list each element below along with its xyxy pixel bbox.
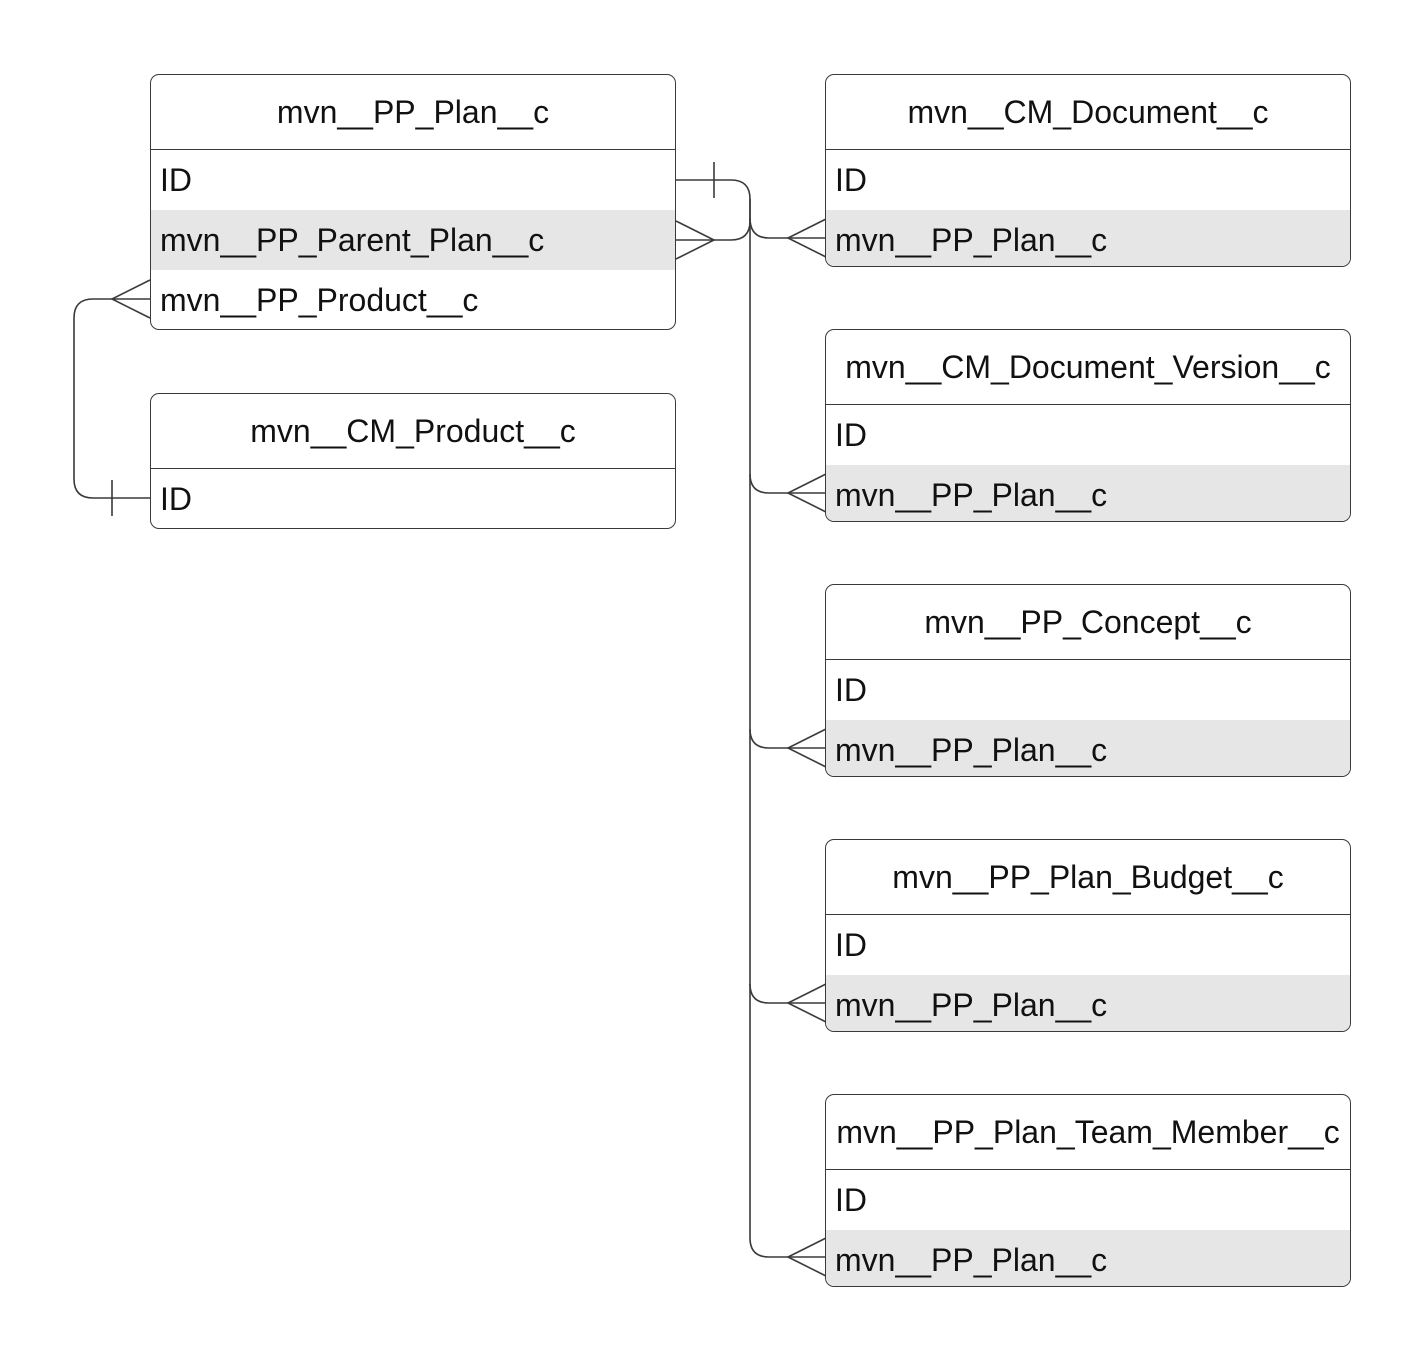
entity-title: mvn__PP_Plan_Budget__c [826,840,1350,915]
connector-pp-plan-budget [749,983,826,1004]
entity-pp-plan[interactable]: mvn__PP_Plan__c ID mvn__PP_Parent_Plan__… [150,74,676,330]
entity-pp-plan-team-member[interactable]: mvn__PP_Plan_Team_Member__c ID mvn__PP_P… [825,1094,1351,1287]
entity-title: mvn__PP_Concept__c [826,585,1350,660]
crowsfoot-pp-product [110,279,151,319]
entity-title: mvn__CM_Product__c [151,394,675,469]
field-pp-plan: mvn__PP_Plan__c [826,975,1350,1031]
field-pp-plan: mvn__PP_Plan__c [826,1230,1350,1286]
connector-product [73,298,150,499]
field-product: mvn__PP_Product__c [160,281,479,318]
crowsfoot-parent-plan [675,220,716,260]
entity-cm-product[interactable]: mvn__CM_Product__c ID [150,393,676,529]
crowsfoot-cm-document [786,218,827,258]
connector-cm-document [749,217,826,239]
field-id: ID [160,161,192,198]
connector-cm-document-version [749,473,826,494]
entity-pp-concept[interactable]: mvn__PP_Concept__c ID mvn__PP_Plan__c [825,584,1351,777]
entity-pp-plan-budget[interactable]: mvn__PP_Plan_Budget__c ID mvn__PP_Plan__… [825,839,1351,1032]
field-pp-plan: mvn__PP_Plan__c [826,465,1350,521]
field-id: ID [835,416,867,453]
entity-title: mvn__PP_Plan__c [151,75,675,150]
entity-cm-document[interactable]: mvn__CM_Document__c ID mvn__PP_Plan__c [825,74,1351,267]
connector-pp-concept [749,728,826,749]
crowsfoot-pp-plan-budget [786,983,827,1023]
field-parent-plan: mvn__PP_Parent_Plan__c [151,210,675,270]
field-id: ID [835,161,867,198]
field-pp-plan: mvn__PP_Plan__c [826,210,1350,266]
field-id: ID [160,480,192,517]
entity-cm-document-version[interactable]: mvn__CM_Document_Version__c ID mvn__PP_P… [825,329,1351,522]
connector-parent-plan [676,199,751,241]
entity-title: mvn__CM_Document_Version__c [826,330,1350,405]
crowsfoot-pp-concept [786,728,827,768]
crowsfoot-cm-document-version [786,473,827,513]
connector-plan-trunk [676,179,826,1258]
crowsfoot-pp-plan-team-member [786,1237,827,1277]
field-pp-plan: mvn__PP_Plan__c [826,720,1350,776]
field-id: ID [835,1181,867,1218]
entity-title: mvn__PP_Plan_Team_Member__c [826,1095,1350,1170]
entity-title: mvn__CM_Document__c [826,75,1350,150]
field-id: ID [835,671,867,708]
field-id: ID [835,926,867,963]
